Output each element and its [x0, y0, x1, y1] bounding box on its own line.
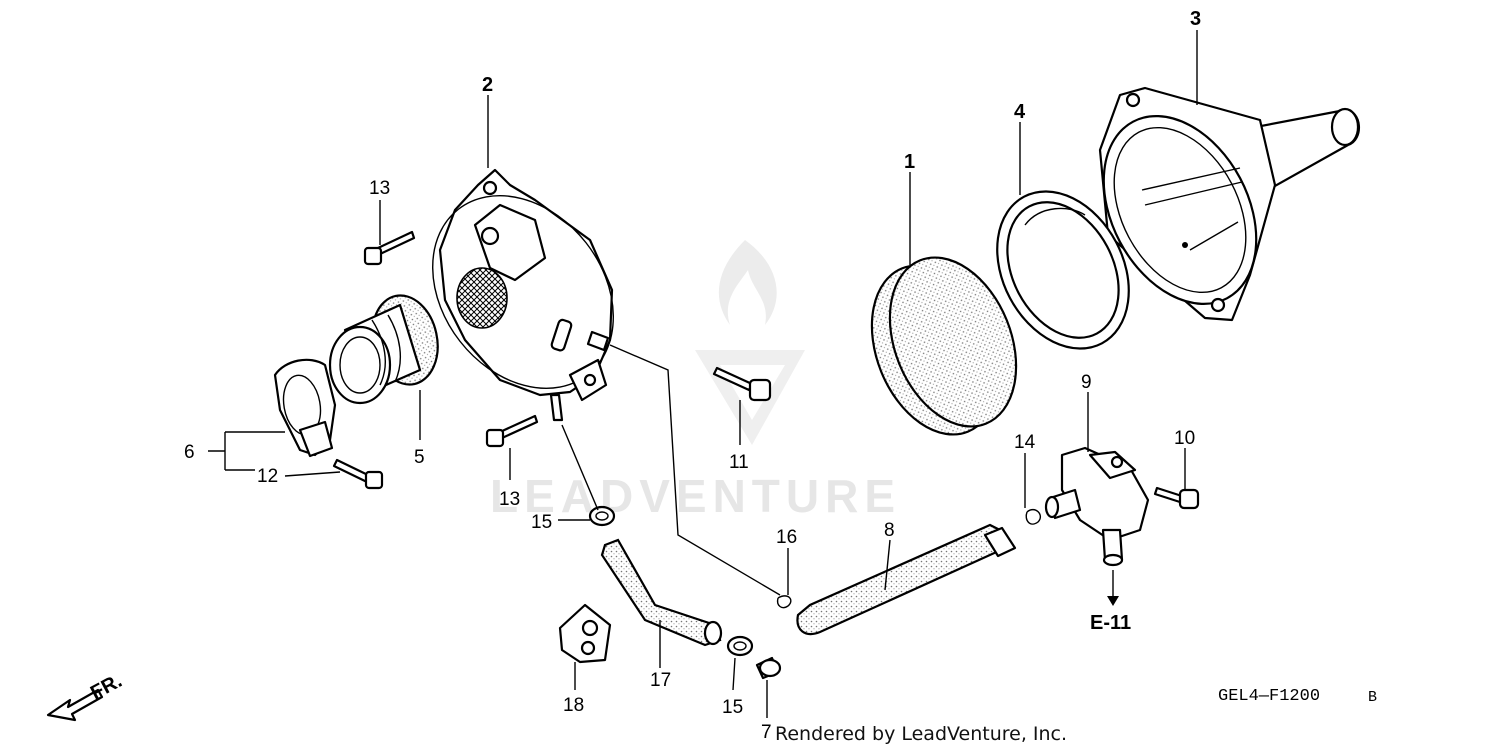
air-cleaner-case	[1098, 86, 1360, 322]
front-arrow-icon	[46, 688, 104, 722]
part-label-13-lower: 13	[499, 489, 520, 510]
part-label-4: 4	[1014, 101, 1026, 123]
bolt-13-upper	[363, 230, 416, 266]
part-label-1: 1	[904, 151, 915, 173]
reference-label: E-11	[1090, 612, 1131, 634]
part-label-17: 17	[650, 670, 671, 691]
part-label-15-lower: 15	[722, 697, 743, 718]
drain-tube	[600, 538, 723, 647]
part-label-11: 11	[729, 452, 749, 473]
part-label-7: 7	[761, 722, 772, 743]
diagram-code: GEL4—F1200	[1218, 687, 1320, 706]
bolt-11	[712, 366, 772, 402]
diagram-code-suffix: B	[1368, 689, 1377, 706]
watermark-logo	[695, 240, 805, 445]
drain-plug-7	[755, 656, 782, 680]
part-label-3: 3	[1190, 8, 1201, 30]
part-label-2: 2	[482, 74, 493, 96]
part-label-8: 8	[884, 520, 895, 541]
part-number-labels: 2 3 4 1 13 5 6 12 13 11 9 10 14 15 16 8 …	[184, 8, 1201, 743]
part-label-6: 6	[184, 442, 195, 463]
part-label-13-upper: 13	[369, 178, 390, 199]
tube-clip-16	[776, 595, 792, 609]
part-label-10: 10	[1174, 428, 1195, 449]
seal-ring	[996, 190, 1130, 350]
breather-joint	[1044, 446, 1150, 567]
tube-clamp-18	[558, 603, 612, 664]
watermark-text: LEADVENTURE	[490, 470, 901, 522]
render-credit: Rendered by LeadVenture, Inc.	[775, 723, 1067, 745]
part-label-18: 18	[563, 695, 584, 716]
part-label-14: 14	[1014, 432, 1036, 453]
foam-filter-element	[870, 256, 1018, 436]
leader-lines	[208, 30, 1198, 718]
band-clamp	[273, 358, 337, 458]
bolt-13-lower	[485, 414, 539, 448]
tube-clip-14	[1025, 508, 1042, 525]
hose-clip-15-lower	[726, 635, 754, 657]
part-label-9: 9	[1081, 372, 1092, 393]
hose-clip-15-upper	[588, 505, 616, 527]
air-cleaner-connecting-tube	[328, 294, 439, 405]
part-label-5: 5	[414, 447, 425, 468]
breather-tube	[796, 523, 1017, 636]
bolt-10	[1153, 486, 1200, 510]
part-label-12: 12	[257, 466, 278, 487]
part-label-16: 16	[776, 527, 797, 548]
part-label-15-upper: 15	[531, 512, 552, 533]
air-cleaner-cover	[432, 168, 614, 422]
bolt-12	[332, 458, 384, 490]
